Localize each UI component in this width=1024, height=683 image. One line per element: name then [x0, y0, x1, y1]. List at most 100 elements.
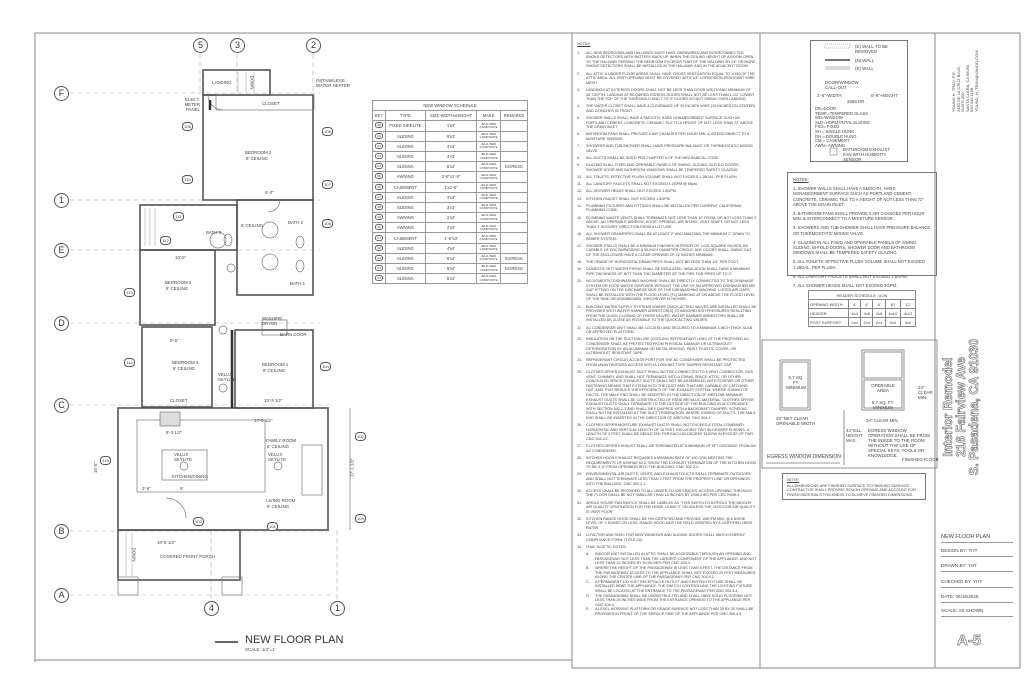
table-cell: 3x4	[884, 317, 901, 327]
table-cell: 4x4	[847, 308, 862, 318]
egress-clear-width: 34" CLEAR MIN.	[866, 418, 899, 423]
note-item: 25.CLOTHES DRYER EXHAUST DUCT SHALL NOT …	[577, 370, 757, 421]
hvac-note-text: A LEVEL WORKING PLATFORM OR GRADE SURFAC…	[595, 607, 754, 616]
table-cell: 2x4	[860, 317, 874, 327]
table-cell	[500, 273, 528, 285]
note-number: 27.	[577, 444, 583, 449]
note-item: 29.ENVIRONMENTAL AIR DUCTS, VENTS, AND E…	[577, 472, 757, 486]
note-text: GLAZING IN ALL FIXED AND OPERABLE PANELS…	[586, 163, 740, 172]
note-text: BATHROOM FANS SHALL PROVIDE 5 AIR CHANGE…	[586, 132, 750, 142]
table-cell: CASEMENT	[384, 232, 426, 244]
note-text: ALL DUCTS SHALL BE SIZED PER CHAPTER 6 O…	[586, 156, 720, 161]
grid-bubble-top: 5	[193, 38, 208, 53]
table-cell: JELD-WEN COMPOSITE	[476, 232, 501, 244]
hvac-note-letter: D.	[586, 593, 590, 598]
note-text: HVAC IN ATTIC NOTES:	[586, 545, 627, 550]
abbreviation: WD=WINDOW	[815, 115, 843, 121]
table-cell: 107	[372, 191, 386, 203]
note-number: 12.	[577, 189, 583, 194]
note-number: 30.	[577, 488, 583, 493]
egress-floor: FINISHED FLOOR	[902, 457, 939, 462]
legend-item: (E) WALL TO BE REMOVED	[855, 44, 888, 55]
note-number: 22.	[577, 325, 583, 330]
dimension: 16'-6"	[93, 461, 99, 474]
note-text: U-FACTOR AND SHGC FOR NEW WINDOWS AND SL…	[586, 533, 746, 542]
dimension-note-text: ALL DIMENSIONS ARE FINISHED SURFACE TO F…	[787, 484, 917, 497]
window-key-tag: 109	[374, 214, 383, 221]
note-item: 5.SHOWER WALLS SHALL HAVE A SMOOTH, HARD…	[577, 116, 757, 130]
table-cell: 3'x3'	[424, 140, 478, 152]
abbreviation: SLD=HORIZONTAL SLIDING	[815, 119, 871, 125]
table-cell: 4'	[847, 299, 862, 309]
note-text: CLOTHES DRYER MOISTURE EXHAUST DUCTS SHA…	[586, 423, 755, 441]
window-key-tag: 100	[374, 122, 383, 129]
egress-operable: OPERABLE AREA	[871, 383, 895, 394]
table-cell	[500, 242, 528, 254]
table-cell-text: JELD-WEN COMPOSITE	[479, 162, 498, 170]
table-cell	[500, 222, 528, 234]
note-text: NO DOMESTIC DISHWASHING MACHINE SHALL BE…	[586, 279, 756, 302]
note-item: 14.PLUMBING FIXTURES AND FITTINGS SHALL …	[577, 204, 757, 213]
meter-label: ELECT. METER PANEL	[184, 97, 200, 113]
table-cell: 114	[372, 262, 386, 275]
notes-title: NOTES:	[577, 42, 591, 46]
room-label: LANDING	[212, 80, 232, 85]
table-cell-text: JELD-WEN COMPOSITE	[479, 192, 498, 201]
table-cell: JELD-WEN COMPOSITE	[476, 252, 501, 265]
dimension-note-title: NOTE:	[787, 477, 800, 482]
note-text: SHOWERS AND TUB-SHOWER SHALL HAVE PRESSU…	[586, 144, 753, 153]
dimension: 10'-3 1/2"	[264, 398, 283, 403]
table-cell: 108	[372, 201, 386, 214]
dimension: 5'	[180, 486, 184, 491]
window-key-tag: 108	[374, 203, 383, 210]
room-label: FAMILY ROOM	[266, 438, 297, 443]
table-cell-text: JELD-WEN COMPOSITE	[479, 264, 498, 272]
window-key-tag: 107	[374, 193, 383, 200]
note-number: 7.	[577, 144, 581, 149]
window-tag: 113	[124, 288, 135, 297]
hvac-note-letter: C.	[586, 579, 590, 584]
table-cell: 3'x3'	[424, 201, 478, 214]
table-cell: SLIDING	[384, 150, 426, 163]
grid-bubble-left: D	[54, 316, 69, 331]
grid-bubble-top: 2	[306, 38, 321, 53]
table-cell: AWNING	[384, 222, 426, 234]
note-text: KITCHEN HOOD EXHAUST REQUIRES A MINIMUM …	[586, 455, 757, 470]
notes-title: NOTES:	[793, 177, 809, 182]
room-label: BEDROOM 1	[262, 362, 289, 367]
window-schedule-title: NEW WINDOW SCHEDULE	[372, 99, 528, 112]
table-cell: JELD-WEN COMPOSITE	[476, 201, 501, 214]
room-label: BATH 2	[288, 220, 304, 225]
note-number: 9.	[577, 163, 581, 168]
egress-sill: 44"SILL HEIGHT MAX.	[846, 428, 863, 444]
abbreviation: SH = SINGLE HUNG	[815, 128, 855, 134]
note-number: 4.	[577, 104, 581, 109]
table-cell: CASEMENT	[384, 181, 426, 193]
grid-bubble-left: 1	[54, 193, 69, 208]
table-cell-text: JELD-WEN COMPOSITE	[479, 233, 498, 242]
table-cell: SLIDING	[384, 130, 426, 142]
table-cell: EGRESS	[500, 252, 528, 265]
table-cell: 112	[372, 242, 386, 254]
note-number: 17.	[577, 243, 583, 248]
note-item: 11.ALL LAVATORY FAUCETS SHALL NOT EXCEED…	[577, 182, 757, 187]
note-text: ENVIRONMENTAL AIR DUCTS, VENTS, AND EXHA…	[586, 472, 752, 486]
hvac-note: E.A LEVEL WORKING PLATFORM OR GRADE SURF…	[586, 607, 757, 616]
table-cell-text: JELD-WEN COMPOSITE	[479, 213, 498, 221]
legend-item: (E) WALL	[855, 66, 874, 71]
window-schedule-header: KEY	[372, 110, 386, 122]
table-cell: 4x10	[884, 308, 901, 318]
window-tag: 106	[182, 122, 193, 131]
note-item: 22.AC CONDENSER UNIT SHALL BE LOCATED AN…	[577, 326, 757, 335]
note-item: 15.PLUMBING WASTE VENTS SHALL TERMINATE …	[577, 216, 757, 230]
room-ceiling: 8' CEILING	[267, 444, 290, 449]
window-tag: 103	[355, 514, 366, 523]
hvac-note: C.A PERMANENT 120-VOLT RECEPTACLE OUTLET…	[586, 580, 757, 594]
dimension: 10'-5"	[175, 255, 187, 260]
window-tag: 102	[355, 432, 366, 441]
